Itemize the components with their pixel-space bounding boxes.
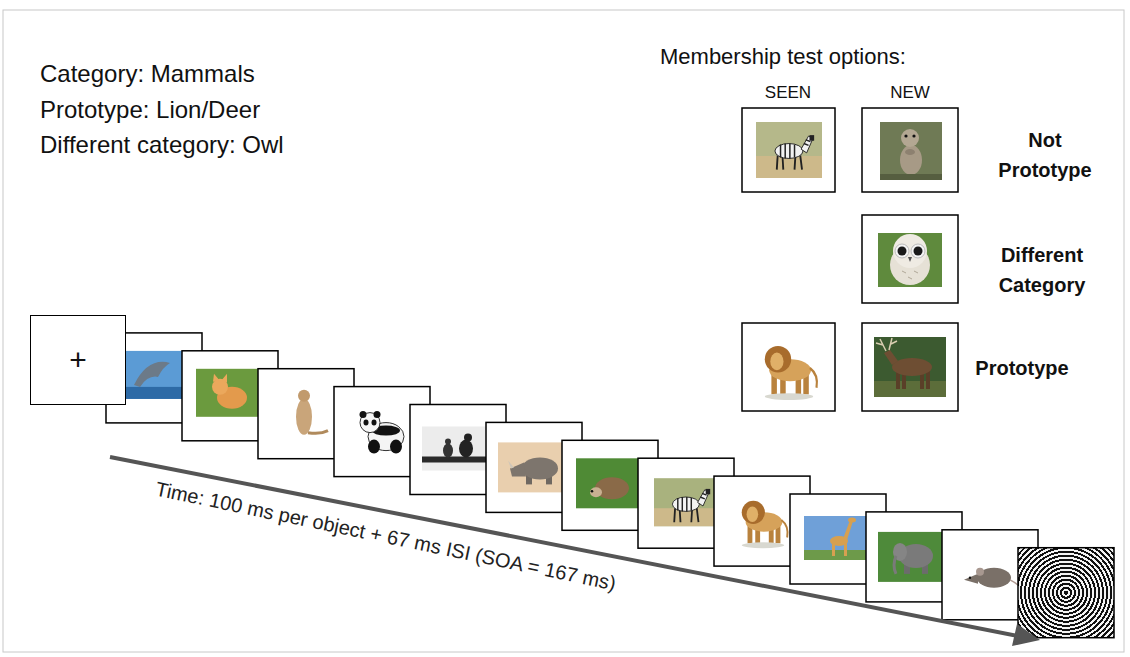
frame-rat-part [976,568,984,576]
test-option-owl-part [862,215,958,303]
test-option-squirrel-part [901,129,919,147]
test-option-deer-part [874,381,946,397]
frame-meerkat-part [296,399,312,435]
test-option-deer [862,323,958,411]
test-option-zebra-part [775,135,814,170]
frame-cat-part [213,374,227,383]
frame-giraffe-part [804,516,872,560]
test-option-owl [862,215,958,303]
row-label: Not Prototype [985,125,1105,185]
test-option-squirrel-part [862,108,958,192]
test-option-owl-part [902,271,918,279]
test-option-deer-part [862,323,958,411]
frame-rhino-part [522,457,558,479]
fixation-frame: + [30,315,126,405]
prototype-label: Prototype: Lion/Deer [40,96,260,125]
frame-zebra-part [654,478,718,526]
test-option-deer-part [892,358,932,376]
frame-panda-part [364,420,369,426]
test-option-squirrel-part [880,174,942,180]
frame-rat-part [964,574,978,584]
column-heading: SEEN [738,83,838,103]
frame-rhino-part [498,442,570,492]
frame-cat-part [196,369,264,417]
test-option-owl-part [895,244,909,258]
test-option-zebra-part [742,108,835,192]
different-category-label: Different category: Owl [40,131,284,160]
test-option-zebra [742,108,835,192]
test-option-deer-part-part [876,338,897,351]
fixation-cross: + [69,345,87,375]
test-option-squirrel-part [912,134,915,137]
frame-rat-part [969,577,971,579]
test-option-owl-part-part [908,277,912,279]
test-option-squirrel-part [904,134,907,137]
frame-mask-part [1018,548,1114,638]
test-option-zebra-part [756,122,822,178]
test-option-owl-part [911,244,925,258]
frame-hedgehog-part [595,477,629,499]
frame-giraffe-part [804,550,872,560]
test-option-owl-part-part [902,271,906,273]
frame-rhino-part [508,460,514,468]
test-option-squirrel-part [880,122,942,180]
test-option-owl-part [893,234,927,268]
frame-panda-part [390,440,402,454]
frame-panda-part [372,420,377,426]
frame-rhino-part [510,462,526,476]
test-option-owl-part-part [914,271,918,273]
frame-dolphin-part [134,362,170,387]
test-option-owl-part [878,233,942,287]
frame-grey-photo-part [459,440,473,458]
frame-grey-photo-part [445,439,451,445]
test-option-owl-part [914,247,923,256]
frame-grey-photo-part [464,434,472,442]
frame-meerkat-part [308,431,328,434]
time-arrow-part [1012,624,1040,646]
frame-grey-photo-part [443,444,453,458]
frame-elephant-part [878,532,950,582]
test-option-lion-part [742,323,835,411]
test-option-zebra-part [756,156,822,178]
category-label: Category: Mammals [40,60,255,89]
column-heading: NEW [860,83,960,103]
frame-zebra-part [672,489,710,522]
membership-heading: Membership test options: [660,44,906,70]
frame-lion-part [742,501,788,548]
frame-grey-photo-part [422,457,494,463]
frame-giraffe-part [830,518,856,557]
frame-dolphin-part [120,387,186,399]
test-option-deer-part [884,350,898,365]
frame-hedgehog-part [590,487,602,497]
time-arrow-part [110,457,1018,636]
time-arrow [110,457,1040,646]
frame-elephant-part [894,556,896,574]
test-option-deer-part [874,337,946,397]
test-option-squirrel-part [900,145,922,175]
frame-panda-part [360,411,367,418]
test-option-lion-part [765,346,817,400]
frame-dolphin-part [120,351,186,399]
test-option-owl-part [898,247,907,256]
row-label: Different Category [982,240,1102,300]
frame-rat-part [977,568,1011,588]
row-label: Prototype [962,353,1082,383]
frame-giraffe-part-part [843,520,853,540]
test-option-owl-part [908,257,912,262]
test-option-lion [742,323,835,411]
frame-mask [1018,548,1114,638]
frame-hedgehog-part [591,490,594,493]
test-option-deer-part [876,338,897,351]
frame-giraffe-part-part [848,518,856,523]
frame-panda-part [368,440,380,454]
test-option-squirrel [862,108,958,192]
frame-meerkat-part [298,390,310,402]
illustration-part [3,10,1124,652]
frame-panda-part [374,411,381,418]
frame-hedgehog-part [576,458,644,508]
test-option-squirrel-part [905,149,915,155]
frame-grey-photo-part [422,427,494,471]
